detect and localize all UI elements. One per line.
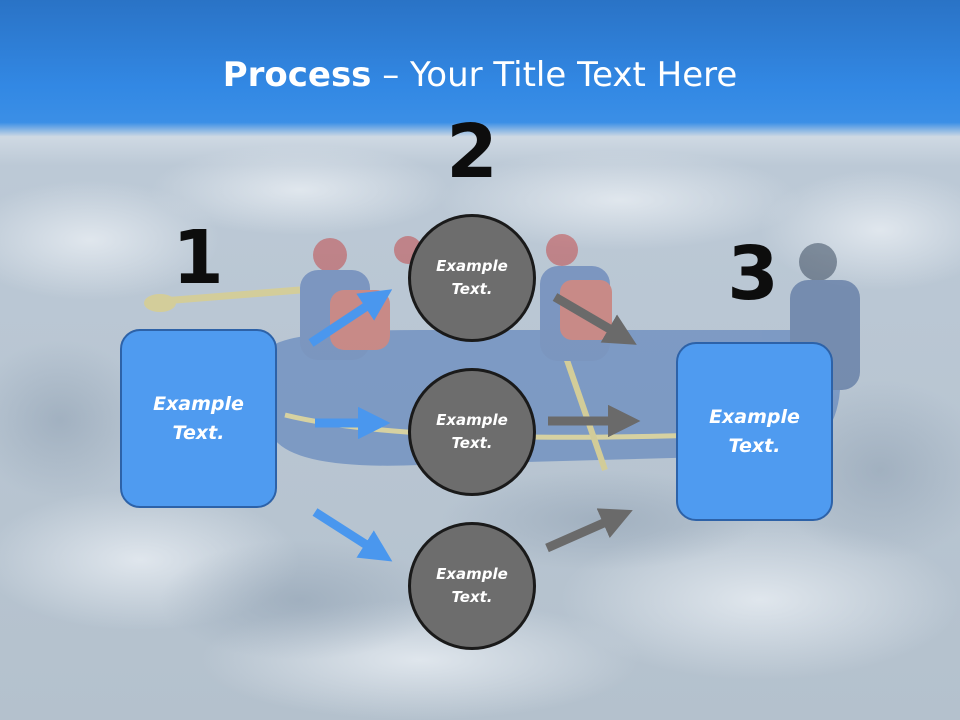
step-2-item-label: Example Text. (436, 565, 508, 606)
step-1-label: Example Text. (153, 392, 244, 444)
title-bold: Process (222, 55, 372, 95)
step-2-circle-top: Example Text. (408, 214, 536, 342)
step-2-number: 2 (446, 109, 498, 195)
arrow-1-to-bottom (312, 508, 393, 562)
arrow-bottom-to-3 (545, 508, 633, 553)
step-3-box: Example Text. (676, 342, 833, 521)
step-3-label: Example Text. (709, 405, 800, 457)
step-1-box: Example Text. (120, 329, 277, 508)
arrow-1-to-top (308, 289, 393, 347)
step-3-number: 3 (727, 231, 779, 317)
step-2-item-label: Example Text. (436, 411, 508, 452)
title-rest: – Your Title Text Here (371, 55, 738, 95)
slide-title: Process – Your Title Text Here (0, 52, 960, 98)
step-2-circle-bottom: Example Text. (408, 522, 536, 650)
step-2-circle-middle: Example Text. (408, 368, 536, 496)
arrow-top-to-3 (552, 293, 637, 345)
step-1-number: 1 (172, 215, 224, 301)
step-2-item-label: Example Text. (436, 257, 508, 298)
